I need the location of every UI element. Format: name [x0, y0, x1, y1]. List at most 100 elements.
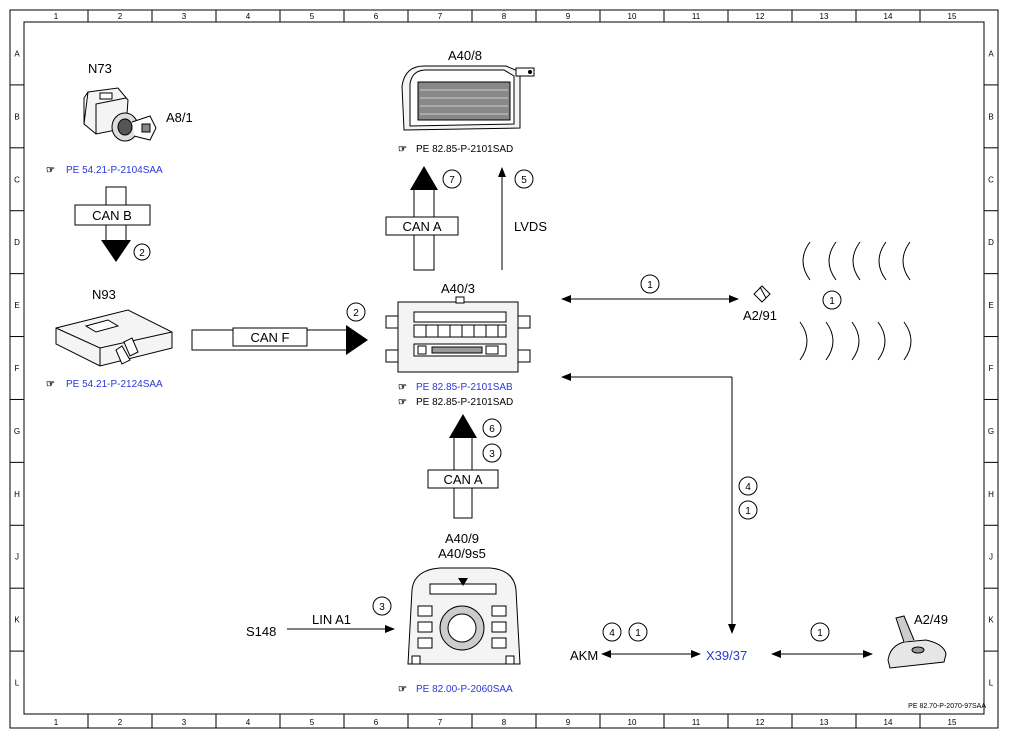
display-illustration [401, 65, 535, 131]
x39-37-link[interactable]: X39/37 [706, 648, 747, 663]
step-badge-waves: 1 [822, 290, 842, 310]
grid-column-label: 7 [438, 718, 443, 727]
svg-text:4: 4 [609, 628, 615, 639]
n93-label: N93 [92, 287, 116, 302]
a2-91-antenna[interactable]: A2/91 [743, 285, 777, 323]
grid-row-label: D [988, 238, 994, 247]
n93-module[interactable]: N93 ☞ PE 54.21-P-2124SAA [46, 287, 173, 390]
akm-connection: AKM [570, 648, 701, 663]
grid-column-label: 7 [438, 12, 443, 21]
grid-column-label: 9 [566, 718, 571, 727]
antenna-diamond-icon [753, 285, 771, 303]
can-a-top-connection: CAN A [385, 166, 459, 271]
grid-column-label: 5 [310, 12, 315, 21]
grid-column-label: 14 [884, 12, 893, 21]
grid-column-label: 6 [374, 12, 379, 21]
step-badge-a2-91: 1 [640, 274, 660, 294]
a2-49-label: A2/49 [914, 612, 948, 627]
grid-row-label: A [988, 49, 994, 58]
can-a-top-label: CAN A [402, 219, 441, 234]
step-badge-lvds: 5 [514, 169, 534, 189]
grid-row-label: C [14, 175, 20, 184]
grid-row-label: K [14, 616, 20, 625]
n73-ignition-switch[interactable]: N73 A8/1 ☞ PE 54.21-P-2104SAA [46, 61, 193, 176]
a40-9-control-panel[interactable]: A40/9 A40/9s5 ☞ PE 82.00-P-2060SAA [398, 531, 521, 695]
a40-8-display[interactable]: A40/8 ☞ PE 82.85-P-2101SAD [398, 48, 535, 155]
book-icon: ☞ [46, 165, 55, 176]
svg-text:2: 2 [353, 308, 359, 319]
book-icon: ☞ [46, 379, 55, 390]
svg-text:2: 2 [139, 248, 145, 259]
grid-column-label: 2 [118, 718, 123, 727]
ref-link-a40-9[interactable]: PE 82.00-P-2060SAA [416, 684, 513, 695]
grid-column-label: 3 [182, 718, 187, 727]
grid-column-label: 4 [246, 718, 251, 727]
ref-a40-3: PE 82.85-P-2101SAD [416, 397, 513, 408]
book-icon: ☞ [398, 684, 407, 695]
step-badge-can-f: 2 [346, 302, 366, 322]
svg-text:1: 1 [635, 628, 641, 639]
grid-row-label: E [988, 301, 993, 310]
grid-column-label: 12 [756, 718, 765, 727]
can-a-top-box [385, 216, 459, 236]
can-f-label: CAN F [251, 330, 290, 345]
a40-9-label: A40/9 [445, 531, 479, 546]
grid-row-label: J [989, 553, 993, 562]
can-b-label: CAN B [92, 208, 132, 223]
akm-label: AKM [570, 648, 598, 663]
grid-row-label: H [14, 490, 20, 499]
grid-row-label: K [988, 616, 994, 625]
radio-waves-icon [799, 241, 912, 361]
a40-3-head-unit[interactable]: A40/3 ☞ PE 82.85-P-2101SAB ☞ PE 82.85-P-… [385, 281, 531, 408]
lin-a1-label: LIN A1 [312, 612, 351, 627]
grid-row-label: A [14, 49, 20, 58]
drawing-frame [9, 9, 999, 729]
can-f-box [232, 327, 308, 347]
lvds-label: LVDS [514, 219, 547, 234]
grid-column-label: 15 [948, 12, 957, 21]
grid-column-label: 2 [118, 12, 123, 21]
grid-column-label: 13 [820, 718, 829, 727]
step-badge-akm-4: 4 [602, 622, 622, 642]
ref-link-n73[interactable]: PE 54.21-P-2104SAA [66, 165, 163, 176]
grid-column-label: 8 [502, 718, 507, 727]
can-f-connection: CAN F [191, 325, 368, 355]
step-badge-can-a-3: 3 [482, 443, 502, 463]
svg-text:4: 4 [745, 482, 751, 493]
step-badge-lin: 3 [372, 596, 392, 616]
grid-row-label: D [14, 238, 20, 247]
n93-illustration [55, 309, 173, 367]
ref-link-a40-3[interactable]: PE 82.85-P-2101SAB [416, 382, 513, 393]
drawing-code: PE 82.70-P-2070-97SAA [908, 703, 986, 710]
grid-row-label: B [988, 112, 993, 121]
a40-9s5-label: A40/9s5 [438, 546, 486, 561]
grid-column-label: 1 [54, 12, 59, 21]
can-a-bottom-box [427, 469, 499, 489]
grid-column-label: 3 [182, 12, 187, 21]
can-b-connection: CAN B [74, 186, 151, 262]
s148-label: S148 [246, 624, 276, 639]
roof-antenna-illustration [887, 615, 947, 669]
a2-49-antenna[interactable]: A2/49 [887, 612, 948, 669]
svg-text:7: 7 [449, 175, 455, 186]
grid-row-label: G [14, 427, 20, 436]
head-unit-illustration [385, 296, 531, 373]
ref-link-n93[interactable]: PE 54.21-P-2124SAA [66, 379, 163, 390]
grid-row-label: G [988, 427, 994, 436]
grid-column-label: 13 [820, 12, 829, 21]
grid-column-label: 6 [374, 718, 379, 727]
step-badge-a2-49: 1 [810, 622, 830, 642]
svg-text:1: 1 [647, 280, 653, 291]
book-icon: ☞ [398, 382, 407, 393]
svg-text:1: 1 [817, 628, 823, 639]
s148-lin-connection: S148 LIN A1 [246, 612, 395, 639]
step-badge-vert-4: 4 [738, 476, 758, 496]
grid-row-label: F [989, 364, 994, 373]
step-badge-can-b: 2 [133, 243, 151, 261]
grid-column-label: 5 [310, 718, 315, 727]
can-a-bottom-label: CAN A [443, 472, 482, 487]
a2-91-label: A2/91 [743, 308, 777, 323]
grid-column-label: 4 [246, 12, 251, 21]
